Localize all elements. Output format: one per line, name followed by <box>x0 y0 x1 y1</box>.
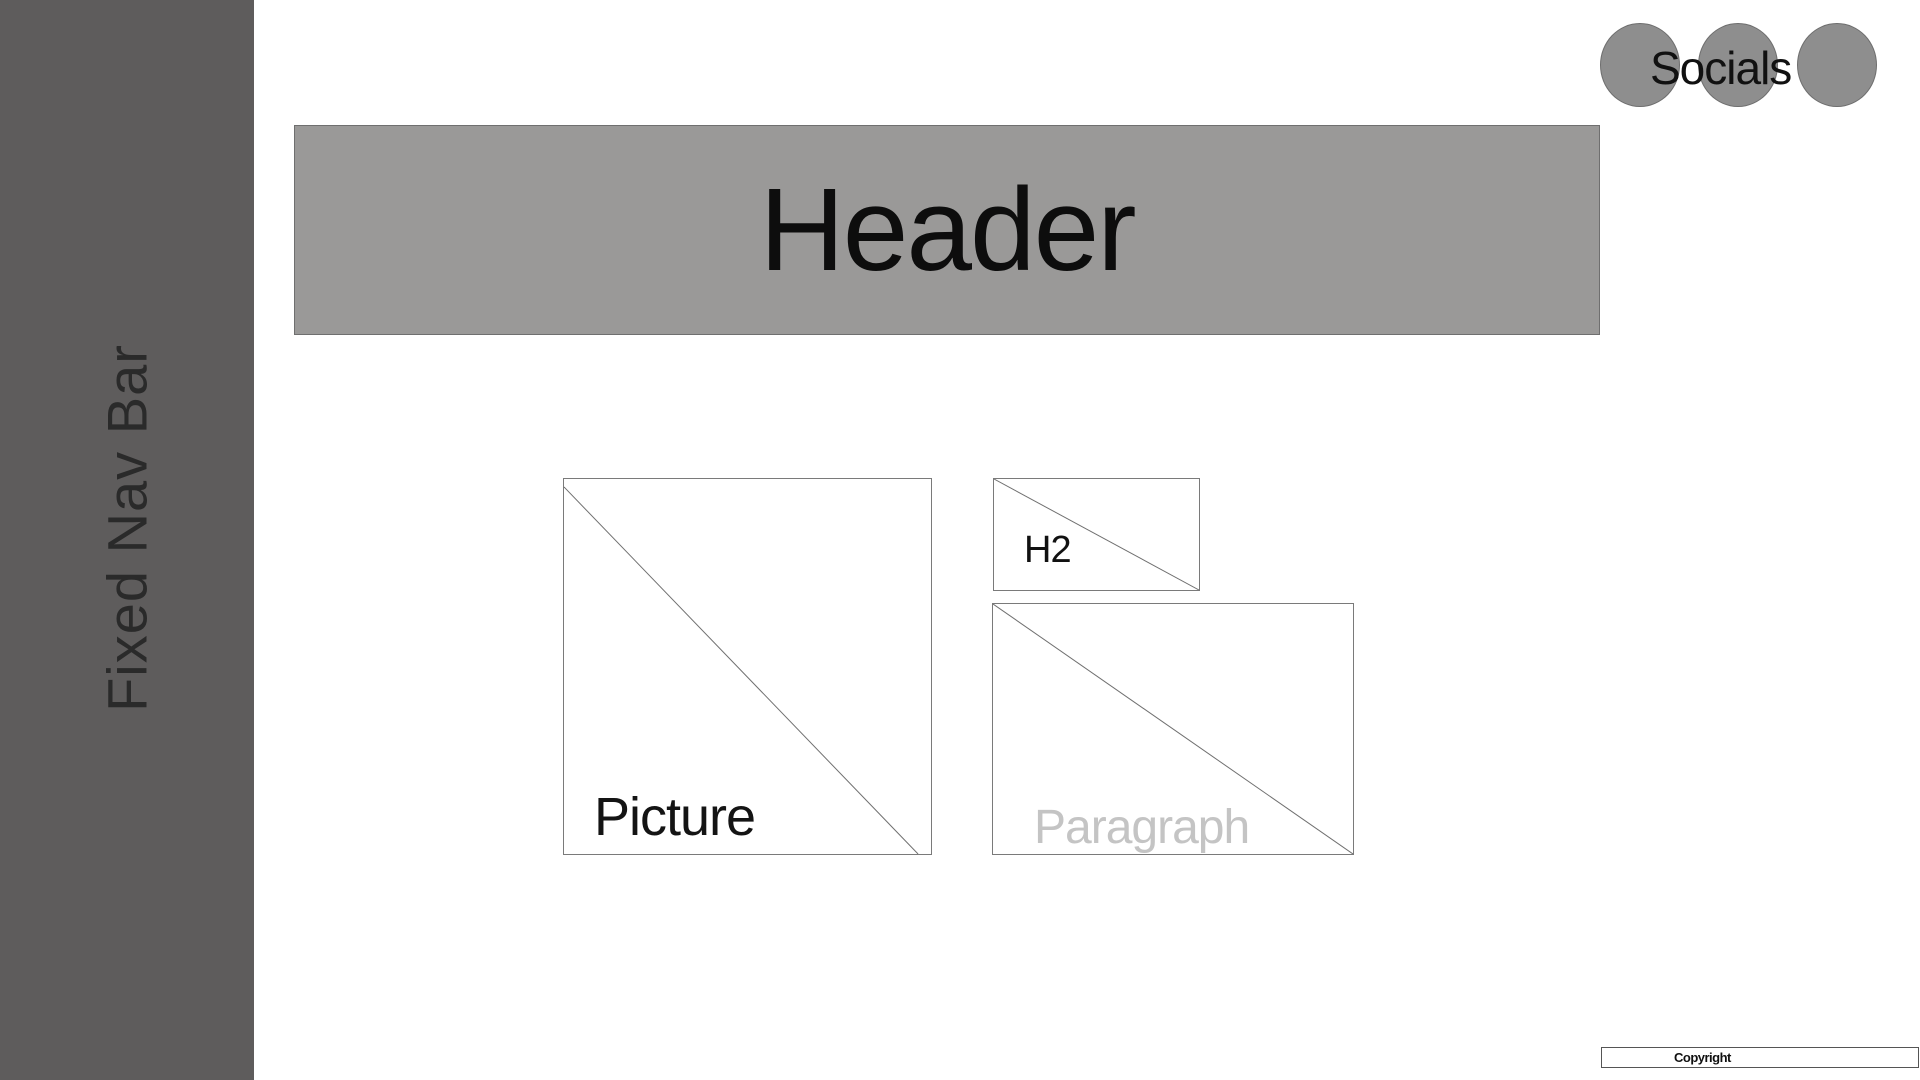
paragraph-diagonal-line <box>993 604 1353 854</box>
nav-bar-label: Fixed Nav Bar <box>95 344 159 712</box>
socials-label: Socials <box>1650 42 1792 94</box>
social-circle-icon[interactable] <box>1698 23 1778 107</box>
picture-diagonal-line <box>564 486 919 854</box>
paragraph-label: Paragraph <box>1034 801 1250 854</box>
copyright-label: Copyright <box>1674 1050 1731 1065</box>
social-circle-icon[interactable] <box>1797 23 1877 107</box>
h2-diagonal-line <box>994 479 1199 590</box>
copyright-footer: Copyright <box>1601 1047 1919 1068</box>
picture-placeholder: Picture <box>563 478 932 855</box>
social-circle-icon[interactable] <box>1600 23 1680 107</box>
header-label: Header <box>759 164 1136 296</box>
picture-label: Picture <box>594 787 756 847</box>
fixed-nav-bar: Fixed Nav Bar <box>0 0 254 1080</box>
header-block: Header <box>294 125 1600 335</box>
h2-placeholder: H2 <box>993 478 1200 591</box>
socials-group: Socials <box>1600 23 1877 107</box>
h2-label: H2 <box>1024 529 1072 571</box>
paragraph-placeholder: Paragraph <box>992 603 1354 855</box>
